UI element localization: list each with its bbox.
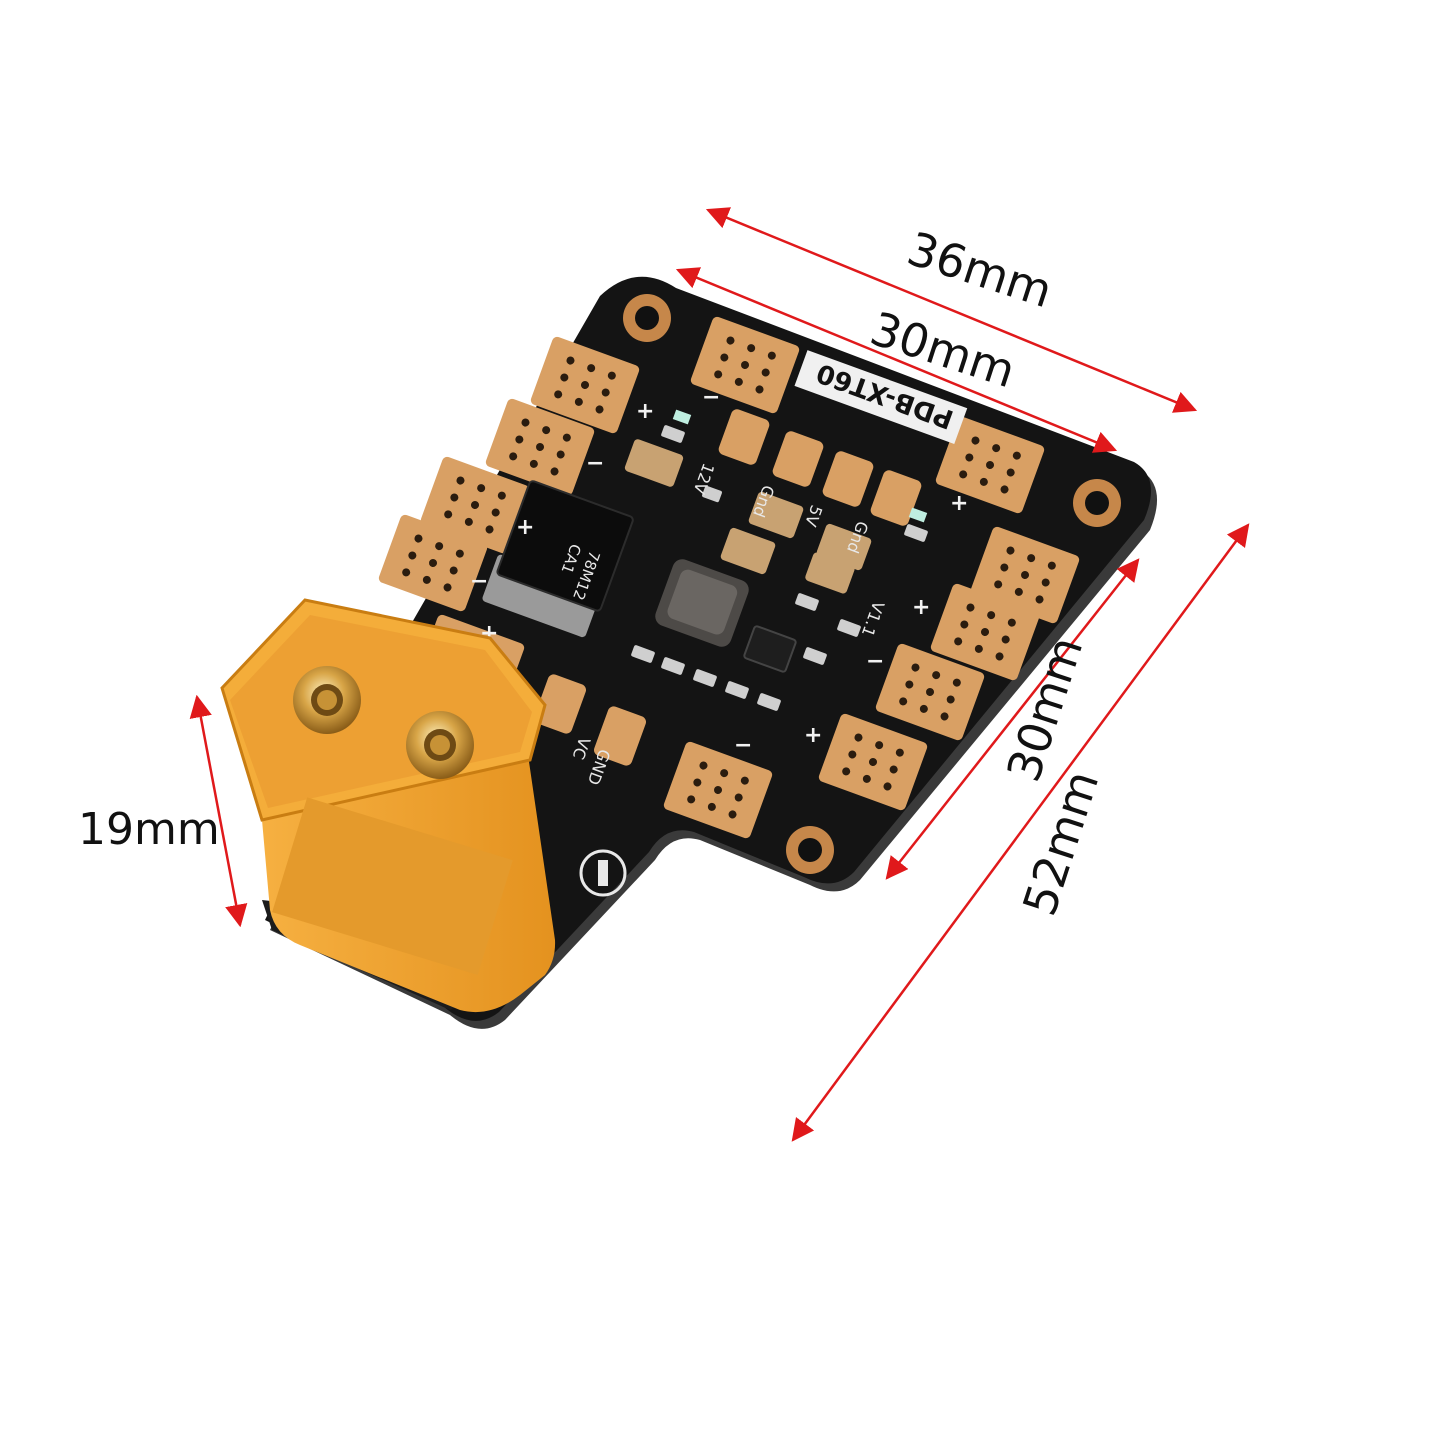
- connector-height-arrow: [189, 694, 248, 928]
- voltage-regulator: 78M12 CA1: [482, 480, 634, 638]
- plus-sign: +: [912, 595, 930, 620]
- solder-pad: [378, 514, 488, 612]
- solder-pad: [420, 456, 530, 554]
- status-led: [908, 507, 928, 523]
- plus-sign: +: [516, 515, 534, 540]
- solder-pad: [663, 741, 773, 839]
- minus-sign: −: [702, 385, 720, 410]
- inductor: [655, 559, 749, 647]
- plus-sign: +: [636, 399, 654, 424]
- width-outer-label: 36mm: [901, 221, 1059, 318]
- height-outer-label: 52mm: [1012, 764, 1109, 922]
- minus-sign: −: [586, 451, 604, 476]
- switching-ic: [743, 625, 797, 673]
- height-outer-arrow: [791, 523, 1250, 1142]
- connector-pin: [406, 711, 474, 779]
- width-inner-arrow: [675, 267, 1118, 453]
- solder-pad: [530, 336, 640, 434]
- minus-sign: −: [866, 649, 884, 674]
- battery-minus-icon: [579, 849, 627, 897]
- mounting-hole: [786, 826, 834, 874]
- mounting-hole: [1073, 479, 1121, 527]
- connector-pin: [293, 666, 361, 734]
- solder-pad: [485, 398, 595, 496]
- plus-sign: +: [804, 723, 822, 748]
- minus-sign: −: [470, 569, 488, 594]
- minus-sign: −: [734, 733, 752, 758]
- xt60-connector: [220, 598, 556, 1013]
- connector-ribs: [272, 797, 513, 975]
- plus-sign: +: [950, 491, 968, 516]
- connector-height-label: 19mm: [78, 804, 220, 855]
- mounting-hole: [623, 294, 671, 342]
